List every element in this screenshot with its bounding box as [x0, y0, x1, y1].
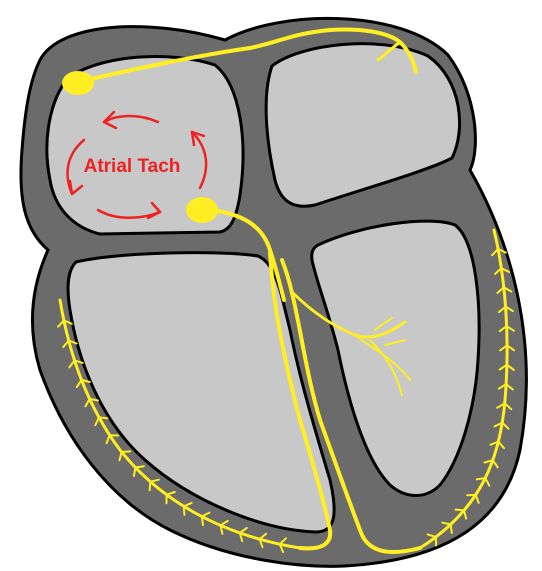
purkinje-right-twig	[451, 524, 452, 533]
purkinje-left-twig	[135, 466, 144, 467]
sa-node	[62, 71, 94, 95]
purkinje-right-twig	[456, 510, 465, 511]
atrial-tach-label: Atrial Tach	[84, 156, 181, 177]
av-node	[186, 197, 218, 223]
purkinje-left-twig	[122, 451, 131, 452]
purkinje-left-twig	[99, 417, 108, 418]
purkinje-left-twig	[202, 517, 203, 526]
purkinje-left-twig	[150, 482, 151, 491]
purkinje-right-twig	[477, 478, 486, 479]
purkinje-left-twig	[184, 506, 185, 515]
